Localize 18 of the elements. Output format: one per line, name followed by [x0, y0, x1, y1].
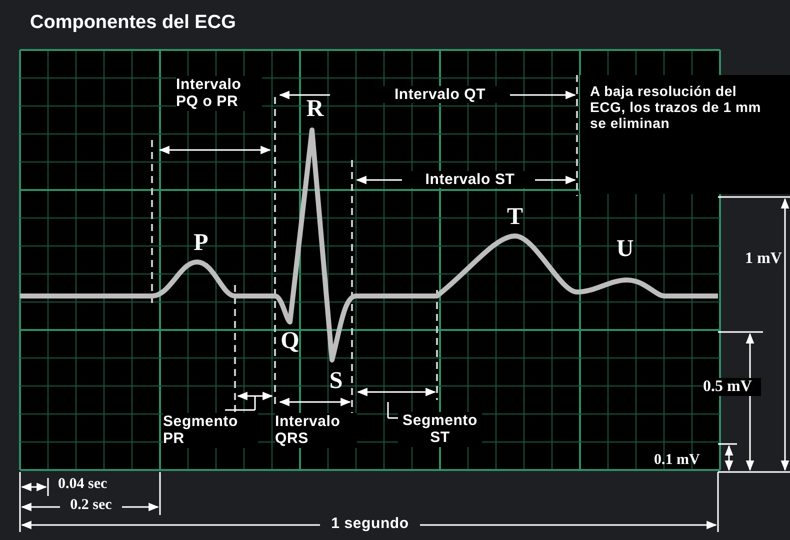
wave-label: Q [280, 328, 300, 356]
dimension-label: 0.5 mV [703, 378, 761, 396]
interval-label: Intervalo PQ o PR [176, 76, 262, 110]
dimension-label: 1 mV [745, 250, 783, 268]
wave-label: S [328, 368, 344, 396]
wave-label: R [305, 96, 325, 124]
dimension-label: 0.1 mV [654, 452, 701, 470]
title: Componentes del ECG [30, 12, 236, 34]
wave-label: P [192, 230, 210, 258]
dimension-label: 1 segundo [330, 515, 410, 532]
wave-label: T [506, 204, 524, 232]
dimension-label: 0.04 sec [58, 476, 108, 494]
segment-label: Segmento ST [398, 412, 482, 446]
segment-label: Segmento PR [163, 413, 258, 448]
dimension-label: 0.2 sec [69, 497, 113, 514]
interval-label: Intervalo QRS [275, 413, 357, 448]
note: A baja resolución del ECG, los trazos de 1 mm se eliminan [590, 83, 762, 132]
wave-label: U [615, 236, 635, 264]
